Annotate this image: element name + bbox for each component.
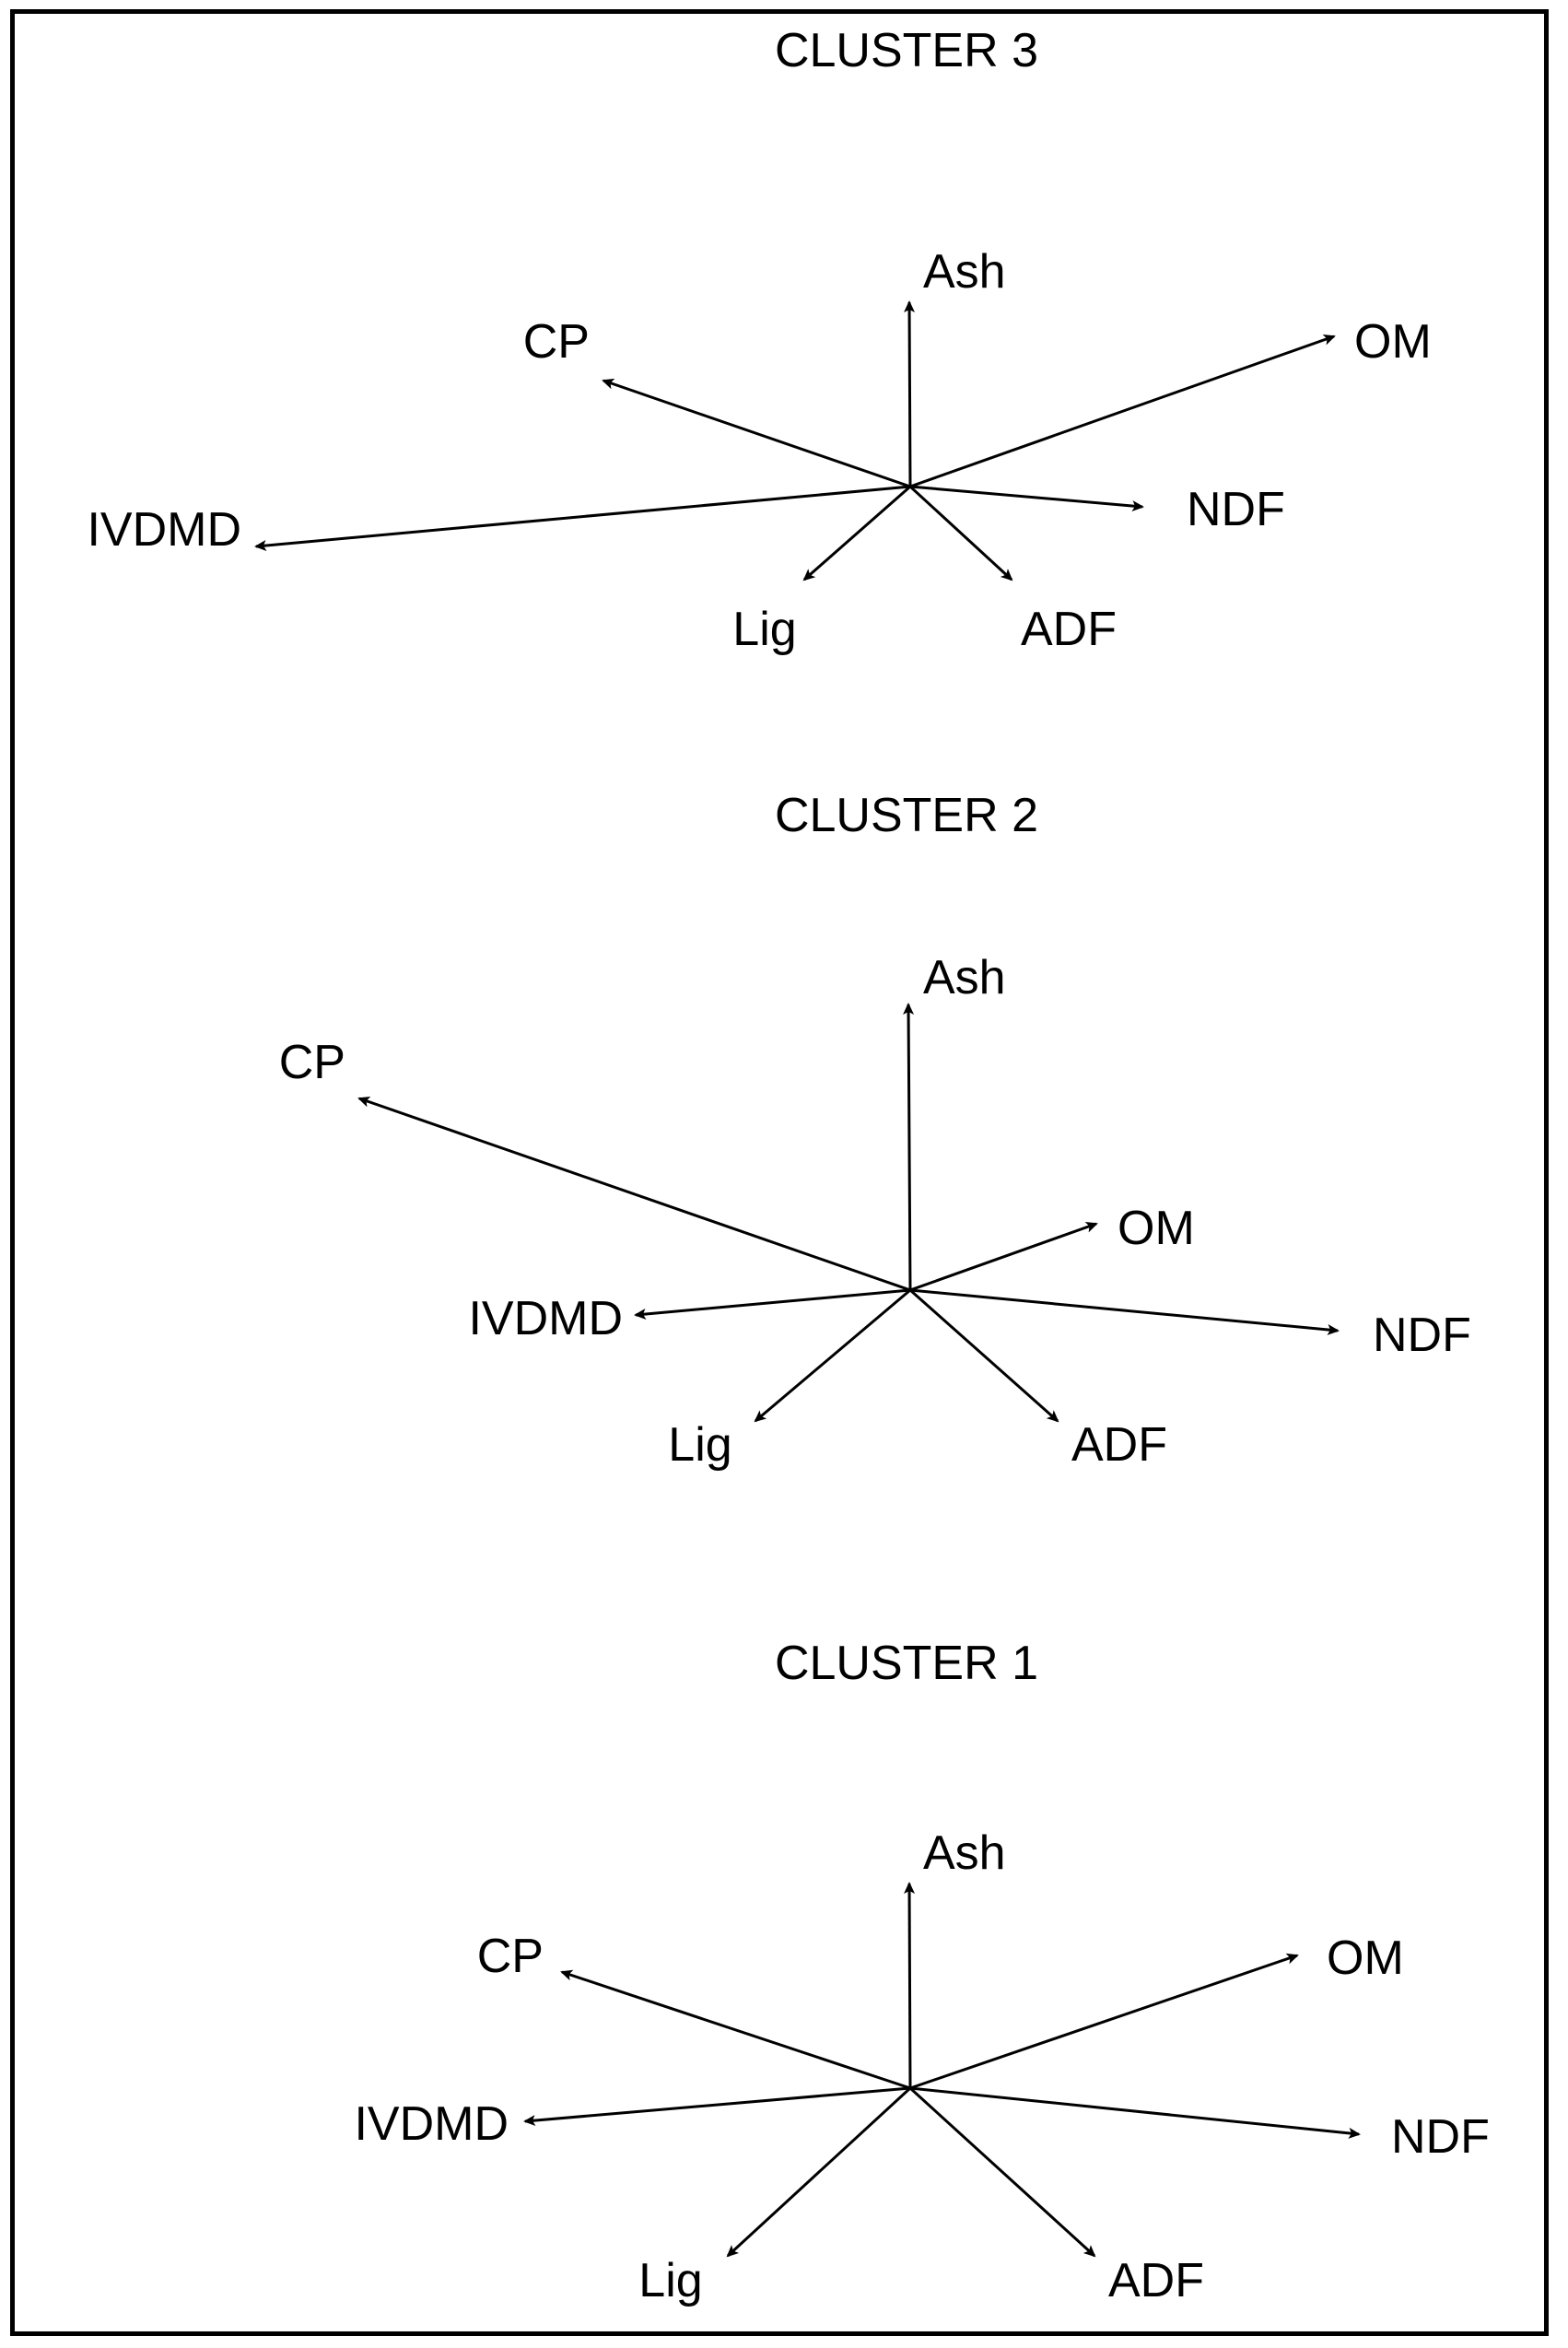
vector-label-om: OM xyxy=(1327,1931,1404,1985)
vector-label-cp: CP xyxy=(477,1930,544,1983)
vector-adf xyxy=(908,485,1013,581)
vector-label-ivdmd: IVDMD xyxy=(354,2097,509,2151)
vector-label-ivdmd: IVDMD xyxy=(468,1292,623,1345)
vector-om xyxy=(909,1953,1299,2090)
vector-label-ash: Ash xyxy=(923,1826,1006,1880)
vector-cp xyxy=(602,378,911,488)
vector-ash xyxy=(904,1882,916,2089)
vector-ivdmd xyxy=(523,2086,911,2127)
vector-ivdmd xyxy=(254,485,911,551)
vector-label-ndf: NDF xyxy=(1187,483,1285,536)
vector-label-adf: ADF xyxy=(1071,1418,1167,1472)
vector-ndf xyxy=(909,1288,1340,1335)
vector-label-lig: Lig xyxy=(668,1418,731,1472)
vector-lig xyxy=(802,485,911,581)
panel-title: CLUSTER 2 xyxy=(775,789,1038,842)
vector-lig xyxy=(754,1288,911,1423)
vector-adf xyxy=(909,1288,1059,1423)
vector-ndf xyxy=(909,485,1144,512)
vector-label-cp: CP xyxy=(279,1036,345,1089)
vector-label-cp: CP xyxy=(523,315,590,369)
vector-adf xyxy=(908,2086,1096,2258)
vector-label-lig: Lig xyxy=(638,2254,702,2307)
panel-title: CLUSTER 3 xyxy=(775,24,1038,77)
vector-lig xyxy=(726,2086,912,2258)
vector-cp xyxy=(357,1096,911,1292)
vector-label-lig: Lig xyxy=(732,603,796,656)
vector-cp xyxy=(560,1969,911,2090)
vector-label-adf: ADF xyxy=(1021,603,1117,656)
vector-label-ash: Ash xyxy=(923,245,1006,299)
vector-label-om: OM xyxy=(1117,1202,1195,1255)
vector-ivdmd xyxy=(634,1288,911,1320)
vector-label-om: OM xyxy=(1354,315,1432,369)
vector-label-ndf: NDF xyxy=(1391,2110,1490,2164)
panel-title: CLUSTER 1 xyxy=(775,1637,1038,1690)
figure-border xyxy=(10,9,1549,2336)
vector-ndf xyxy=(909,2086,1361,2139)
vector-label-adf: ADF xyxy=(1108,2254,1204,2307)
vector-om xyxy=(909,335,1336,488)
vector-om xyxy=(909,1222,1098,1292)
vector-label-ndf: NDF xyxy=(1373,1309,1471,1362)
vector-label-ivdmd: IVDMD xyxy=(87,503,241,557)
vector-label-ash: Ash xyxy=(923,951,1006,1004)
vector-ash xyxy=(903,1003,915,1291)
vector-ash xyxy=(904,300,916,487)
